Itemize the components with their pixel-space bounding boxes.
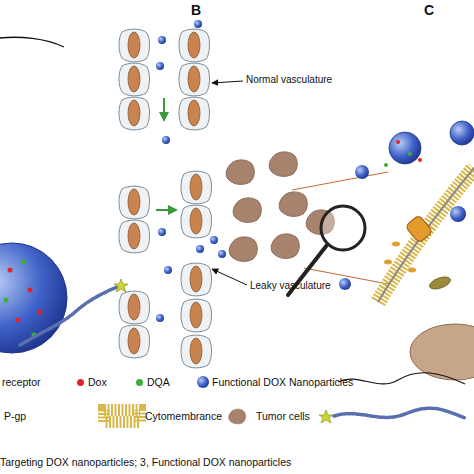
- nanoparticle: [355, 165, 369, 179]
- dox-dot: [8, 268, 13, 273]
- tumor-mass: [226, 152, 334, 262]
- endothelial-cell: [181, 205, 212, 238]
- nanoparticles: [156, 20, 226, 322]
- nanoparticle: [450, 206, 466, 222]
- pgp-pump: [405, 215, 433, 243]
- drug-fragment: [408, 268, 416, 273]
- nanoparticle: [194, 20, 202, 28]
- tumor-cell: [269, 152, 297, 177]
- endothelial-cell: [119, 220, 150, 253]
- endothelial-cell: [179, 29, 210, 62]
- mitochondrion: [428, 275, 452, 292]
- legend-polymer-icon: [338, 373, 465, 384]
- annotation-label: Leaky vasculature: [250, 279, 331, 293]
- dqa-dot: [4, 298, 9, 303]
- nucleus: [410, 324, 474, 380]
- legend-text: Tumor cells: [256, 409, 310, 423]
- leader-arrow: [212, 269, 247, 285]
- dox-dot: [418, 158, 422, 162]
- legend-text: P-gp: [4, 409, 26, 423]
- nanoparticle: [164, 266, 172, 274]
- tumor-cell: [233, 198, 261, 223]
- ligand-star: [114, 279, 128, 292]
- nanoparticle: [210, 236, 218, 244]
- nanoparticle: [156, 62, 164, 70]
- legend-text: Cytomembrance: [145, 409, 222, 423]
- nanoparticle: [196, 245, 204, 253]
- endothelial-cell: [179, 97, 210, 130]
- dox-dot: [16, 318, 21, 323]
- dqa-dot: [22, 260, 27, 265]
- endothelial-cell: [181, 263, 212, 296]
- panel-letter: C: [424, 3, 434, 17]
- tumor-cell: [279, 192, 307, 217]
- legend-swatch: [136, 379, 143, 386]
- legend-tumor-icon: [229, 409, 246, 424]
- endothelial-cell: [181, 171, 212, 204]
- nanoparticle: [156, 314, 164, 322]
- endothelial-cell: [119, 291, 150, 324]
- vessel-wall: [119, 29, 212, 368]
- nanoparticle: [158, 36, 166, 44]
- panel-letter: B: [191, 3, 201, 17]
- legend-text: Functional DOX Nanoparticles: [212, 375, 353, 389]
- dox-dot: [38, 310, 43, 315]
- dqa-dot: [408, 152, 412, 156]
- polymer-strand: [0, 37, 64, 47]
- endothelial-cell: [179, 63, 210, 96]
- nanoparticle: [218, 250, 226, 258]
- membrane-core: [378, 168, 474, 302]
- nanoparticle: [162, 136, 170, 144]
- endothelial-cell: [119, 63, 150, 96]
- cell-membrane: [378, 168, 474, 302]
- drug-dots: [4, 260, 43, 338]
- legend-text: Dox: [88, 375, 107, 389]
- nanoparticle: [158, 228, 166, 236]
- legend-text: DQA: [147, 375, 170, 389]
- legend-membrane-icon: [104, 410, 140, 422]
- ligand-chain: [20, 287, 117, 345]
- drug-fragment: [392, 242, 400, 247]
- legend-swatch: [77, 379, 84, 386]
- zoom-line: [292, 172, 388, 190]
- figure-caption: Targeting DOX nanoparticles; 3, Function…: [0, 455, 291, 469]
- leader-arrow: [212, 81, 243, 83]
- legend-ligand-star: [319, 410, 333, 423]
- endothelial-cell: [119, 186, 150, 219]
- legend-text: receptor: [2, 375, 41, 389]
- endothelial-cell: [119, 97, 150, 130]
- tumor-cell: [229, 237, 257, 262]
- nanoparticle-large: [389, 132, 421, 164]
- flow-arrow: [156, 209, 176, 211]
- nanoparticle: [339, 278, 351, 290]
- nanoparticle-large: [450, 121, 474, 145]
- dox-dot: [28, 288, 33, 293]
- dox-dot: [396, 140, 400, 144]
- legend-chain-icon: [334, 408, 465, 418]
- legend-nanoparticle-icon: [197, 376, 209, 388]
- endothelial-cell: [181, 335, 212, 368]
- drug-fragment: [384, 260, 392, 265]
- annotation-label: Normal vasculature: [246, 73, 332, 87]
- flow-arrow: [163, 98, 165, 120]
- endothelial-cell: [119, 29, 150, 62]
- endothelial-cell: [119, 325, 150, 358]
- endothelial-cell: [181, 299, 212, 332]
- tumor-cell: [271, 234, 299, 259]
- dqa-dot: [384, 163, 388, 167]
- tumor-cell: [226, 160, 254, 185]
